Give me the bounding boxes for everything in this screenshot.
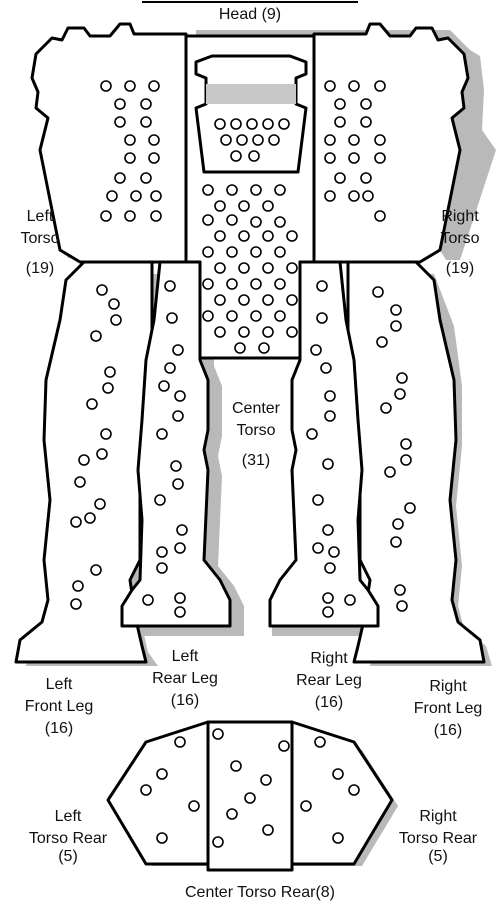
right-front-leg-value: (16) [396,720,500,742]
left-torso-label: Left Torso (19) [2,206,78,280]
right-torso-rear-value: (5) [380,850,496,864]
right-front-leg-label: Right Front Leg (16) [396,676,500,742]
left-torso-label-line1: Left [2,206,78,228]
right-rear-leg-label: Right Rear Leg (16) [274,648,384,714]
right-torso-rear-shape [292,722,392,864]
center-torso-rear-label-text: Center Torso Rear [185,884,315,901]
center-torso-label-line1: Center [216,398,296,420]
right-torso-value: (19) [422,258,498,280]
left-torso-rear-shape [108,722,208,864]
left-torso-rear-label-line2: Torso Rear [14,828,122,850]
left-rear-leg-label: Left Rear Leg (16) [130,646,240,712]
right-torso-label: Right Torso (19) [422,206,498,280]
right-rear-leg-label-line2: Rear Leg [274,670,384,692]
left-rear-leg-value: (16) [130,690,240,712]
center-torso-label: Center Torso (31) [216,398,296,472]
right-front-leg-label-line2: Front Leg [396,698,500,720]
left-front-leg-label: Left Front Leg (16) [4,674,114,740]
right-torso-rear-label-line2: Torso Rear [380,828,496,850]
head-value: (9) [262,6,282,23]
right-torso-label-line2: Torso [422,228,498,250]
head-label-text: Head [219,6,257,23]
left-torso-rear-value: (5) [14,850,122,864]
head-shape [196,56,306,172]
left-torso-value: (19) [2,258,78,280]
left-torso-label-line2: Torso [2,228,78,250]
right-rear-leg-label-line1: Right [274,648,384,670]
center-torso-value: (31) [216,450,296,472]
right-front-leg-label-line1: Right [396,676,500,698]
head-visor-bar [206,84,296,104]
left-front-leg-value: (16) [4,718,114,740]
head-label: Head (9) [190,4,310,26]
right-rear-leg-value: (16) [274,692,384,714]
center-torso-label-line2: Torso [216,420,296,442]
right-torso-rear-label: Right Torso Rear (5) [380,806,496,864]
left-rear-leg-label-line2: Rear Leg [130,668,240,690]
left-rear-leg-label-line1: Left [130,646,240,668]
left-torso-rear-label: Left Torso Rear (5) [14,806,122,864]
right-torso-rear-label-line1: Right [380,806,496,828]
left-front-leg-label-line2: Front Leg [4,696,114,718]
center-torso-rear-value: (8) [315,884,335,901]
left-front-leg-label-line1: Left [4,674,114,696]
right-torso-label-line1: Right [422,206,498,228]
center-torso-rear-label: Center Torso Rear(8) [150,882,370,904]
left-torso-rear-label-line1: Left [14,806,122,828]
